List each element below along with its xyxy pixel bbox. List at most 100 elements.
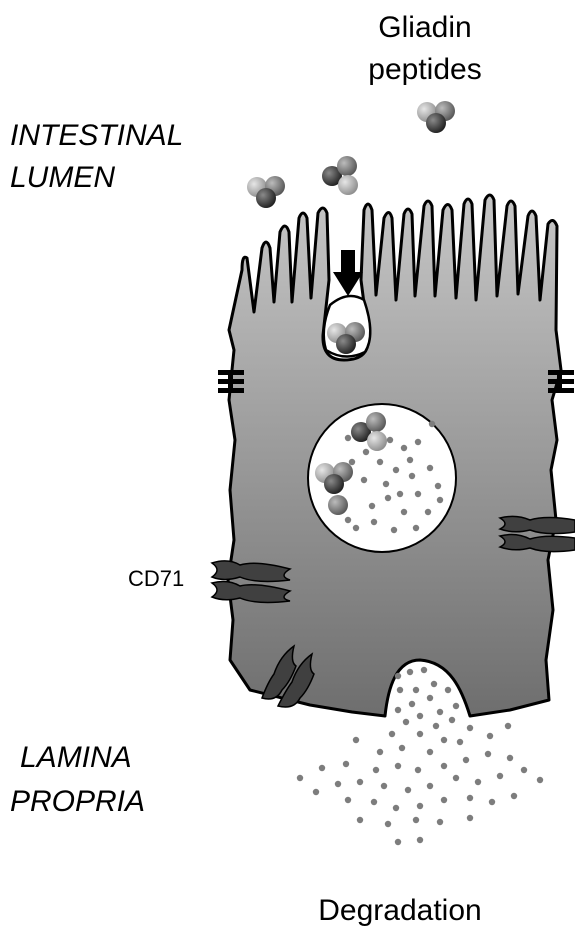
dot xyxy=(445,687,451,693)
dot xyxy=(407,457,413,463)
dot xyxy=(427,465,433,471)
dot xyxy=(409,473,415,479)
dot xyxy=(413,687,419,693)
dot xyxy=(373,767,379,773)
dot xyxy=(391,527,397,533)
gliadin-label-line2: peptides xyxy=(355,52,495,88)
dot xyxy=(387,437,393,443)
dot xyxy=(417,731,423,737)
dot xyxy=(395,707,401,713)
dot xyxy=(393,805,399,811)
dot xyxy=(395,763,401,769)
dot xyxy=(417,837,423,843)
dot xyxy=(453,703,459,709)
intestinal-lumen-line2: LUMEN xyxy=(10,160,115,196)
dot xyxy=(437,709,443,715)
dot xyxy=(343,761,349,767)
dot xyxy=(345,435,351,441)
dot xyxy=(405,787,411,793)
dot xyxy=(441,763,447,769)
dot xyxy=(413,817,419,823)
dot xyxy=(475,779,481,785)
dot xyxy=(397,491,403,497)
dot xyxy=(437,497,443,503)
dot xyxy=(389,731,395,737)
uptake-arrow xyxy=(333,250,363,296)
dot xyxy=(463,757,469,763)
dot xyxy=(397,687,403,693)
degradation-label: Degradation xyxy=(250,893,550,929)
dot xyxy=(489,799,495,805)
dot xyxy=(395,839,401,845)
dot xyxy=(435,483,441,489)
dot xyxy=(319,765,325,771)
dot xyxy=(415,767,421,773)
dot xyxy=(385,495,391,501)
cd71-label: CD71 xyxy=(128,566,184,592)
dot xyxy=(361,477,367,483)
dot xyxy=(363,449,369,455)
dot xyxy=(453,775,459,781)
dot xyxy=(485,751,491,757)
tight-junction-left xyxy=(218,370,244,393)
dot xyxy=(449,717,455,723)
dot xyxy=(345,517,351,523)
lamina-propria-line2: PROPRIA xyxy=(10,784,145,820)
dot xyxy=(353,525,359,531)
dot xyxy=(425,509,431,515)
tight-junction-right xyxy=(548,370,574,393)
dot xyxy=(537,777,543,783)
dot xyxy=(297,775,303,781)
dot xyxy=(385,821,391,827)
dot xyxy=(313,789,319,795)
dot xyxy=(467,725,473,731)
dot xyxy=(417,803,423,809)
dot xyxy=(511,793,517,799)
dot xyxy=(467,815,473,821)
dot xyxy=(457,739,463,745)
dot xyxy=(433,723,439,729)
dot xyxy=(441,797,447,803)
lumen-peptides xyxy=(247,101,455,208)
dot xyxy=(371,519,377,525)
dot xyxy=(407,669,413,675)
gliadin-label-line1: Gliadin xyxy=(355,10,495,46)
dot xyxy=(401,509,407,515)
dot xyxy=(441,737,447,743)
dot xyxy=(507,755,513,761)
dot xyxy=(427,695,433,701)
dot xyxy=(467,795,473,801)
intestinal-lumen-line1: INTESTINAL xyxy=(10,118,183,154)
dot xyxy=(409,701,415,707)
dot xyxy=(393,467,399,473)
dot xyxy=(415,491,421,497)
dot xyxy=(377,459,383,465)
dot xyxy=(427,783,433,789)
dot xyxy=(401,445,407,451)
dot xyxy=(403,719,409,725)
dot xyxy=(415,439,421,445)
dot xyxy=(487,733,493,739)
dot xyxy=(399,745,405,751)
dot xyxy=(357,817,363,823)
dot xyxy=(431,681,437,687)
dot xyxy=(413,525,419,531)
lamina-propria-line1: LAMINA xyxy=(20,740,132,776)
dot xyxy=(383,481,389,487)
dot xyxy=(371,799,377,805)
dot xyxy=(357,779,363,785)
dot xyxy=(429,421,435,427)
dot xyxy=(497,773,503,779)
dot xyxy=(437,819,443,825)
dot xyxy=(381,783,387,789)
dot xyxy=(521,767,527,773)
dot xyxy=(395,673,401,679)
dot xyxy=(335,781,341,787)
dot xyxy=(353,737,359,743)
dot xyxy=(349,459,355,465)
dot xyxy=(345,797,351,803)
dot xyxy=(369,503,375,509)
dot xyxy=(505,723,511,729)
dot xyxy=(421,667,427,673)
